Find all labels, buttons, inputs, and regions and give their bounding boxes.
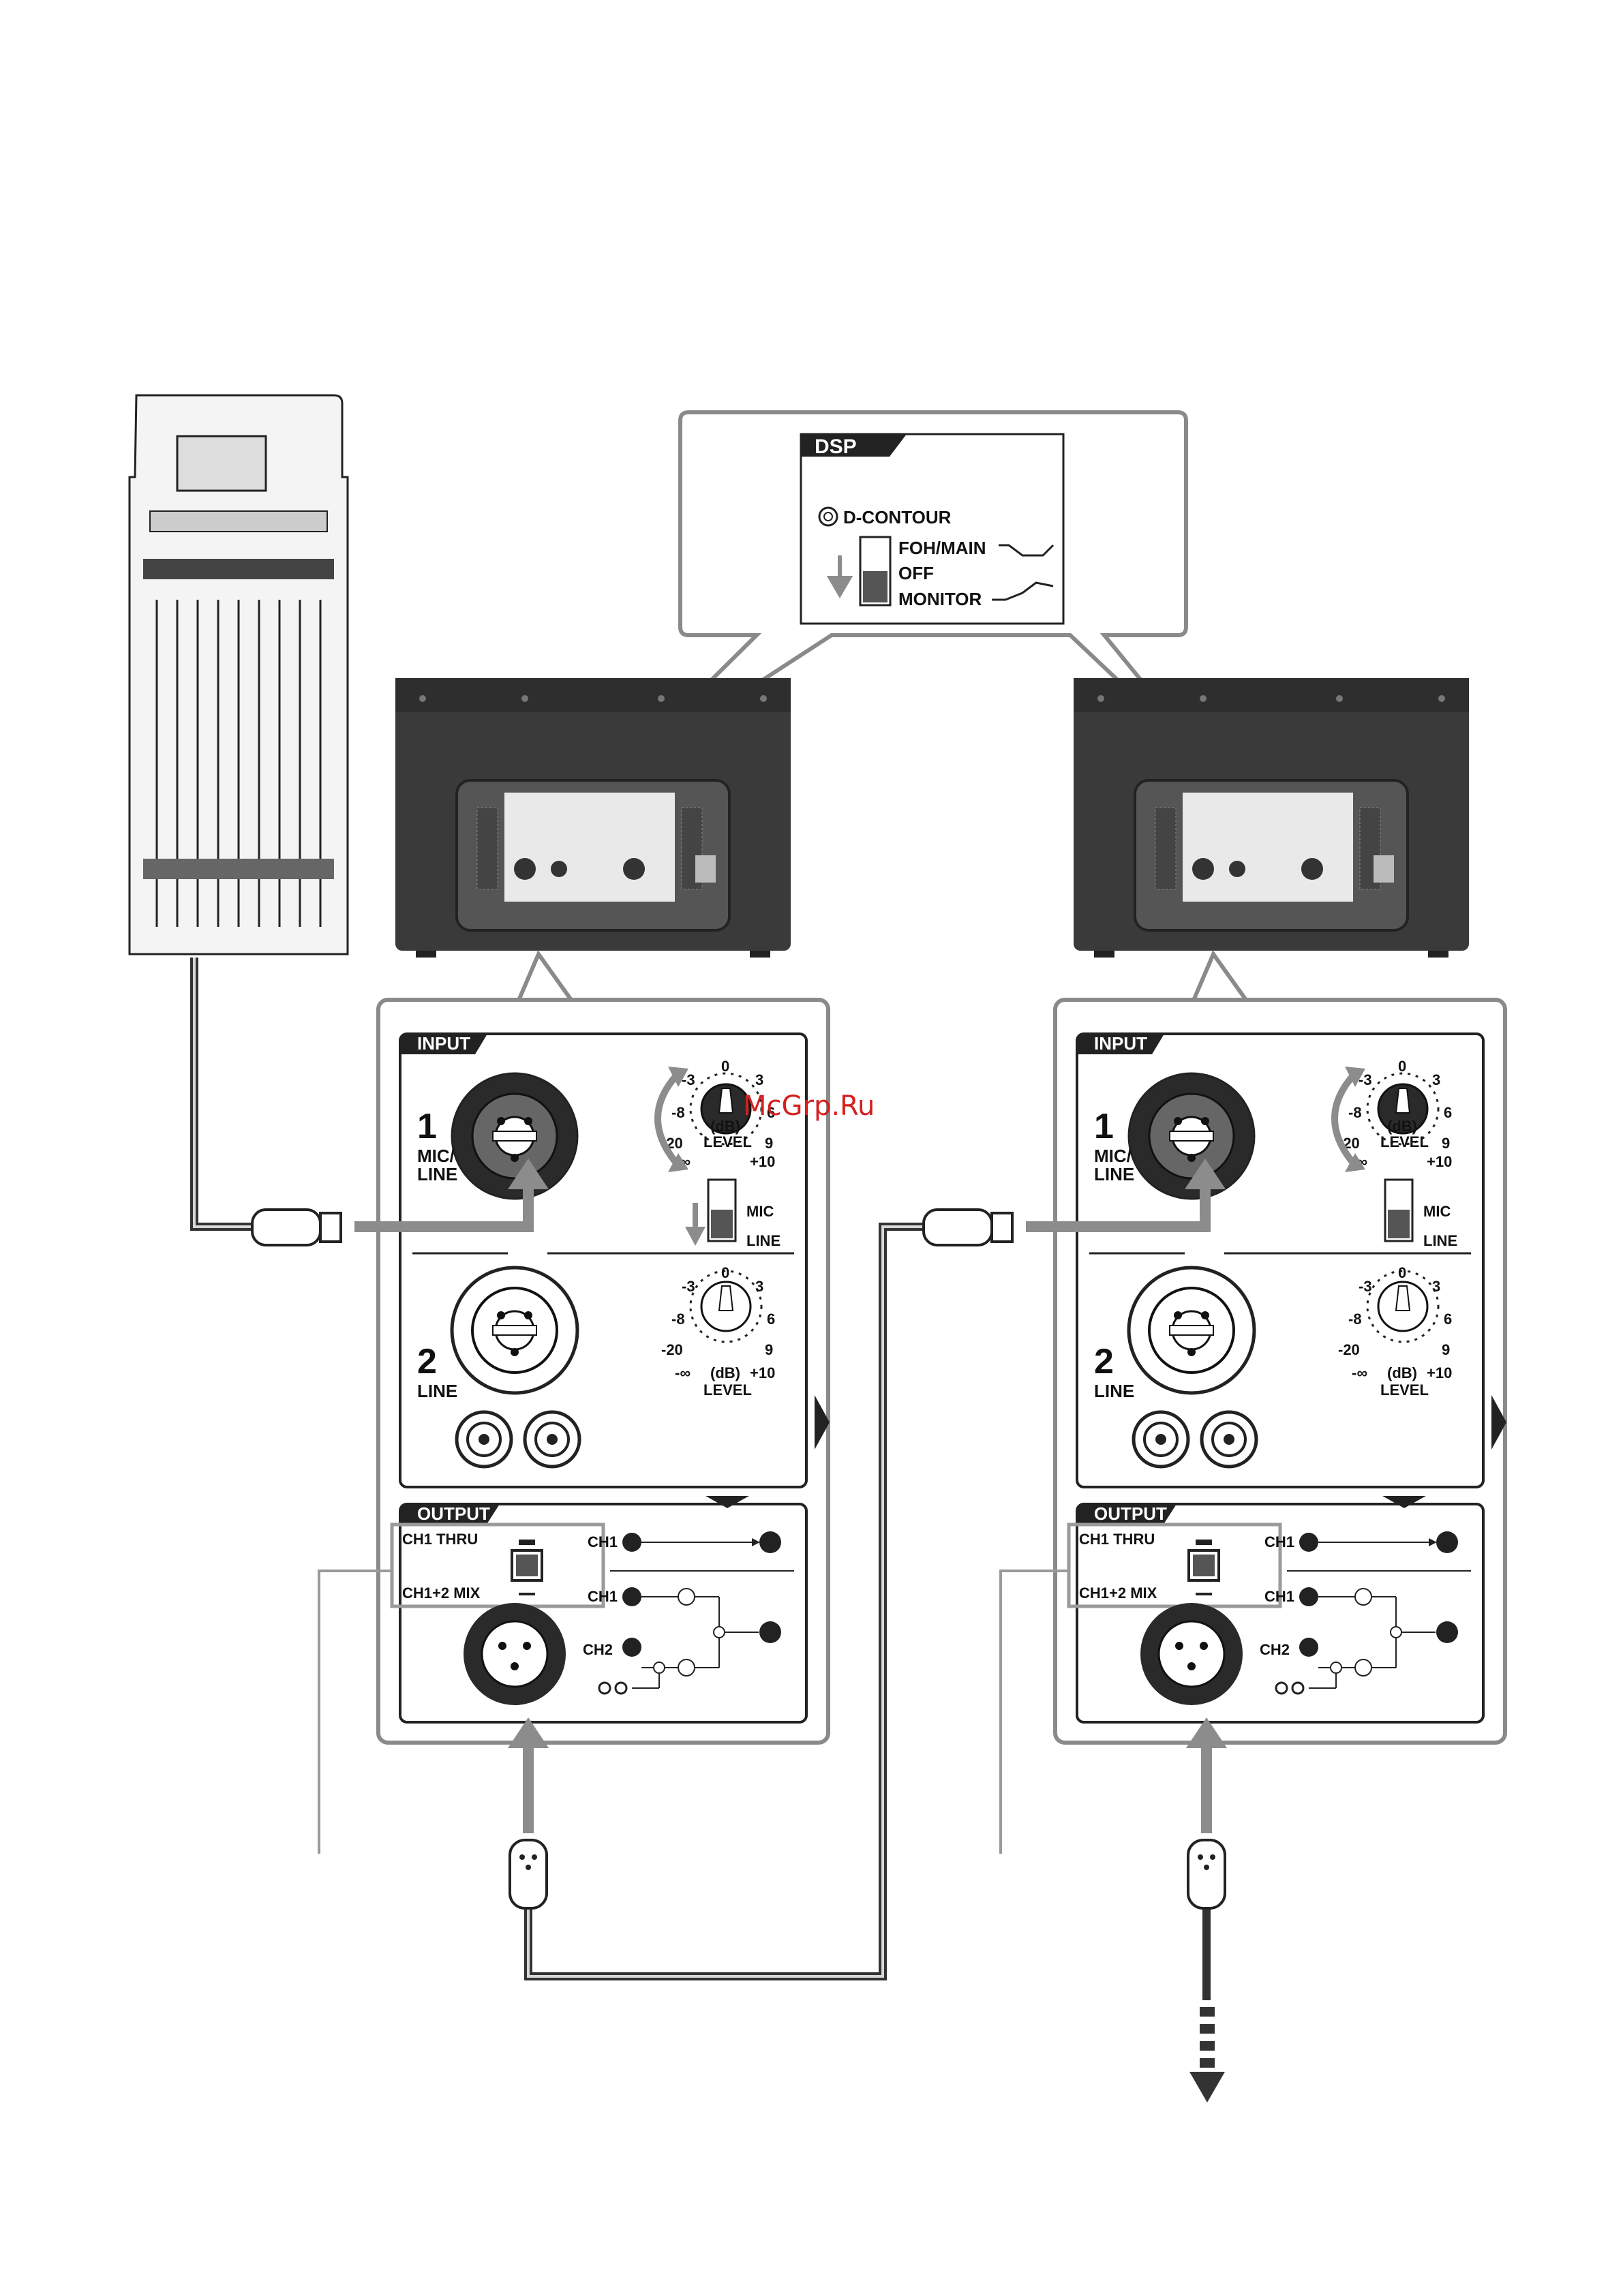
- level-label-1: LEVEL: [703, 1133, 752, 1150]
- foh-curve-icon: [999, 544, 1055, 557]
- tick2-infr: -∞: [1352, 1364, 1367, 1381]
- tick2-3: 3: [755, 1278, 763, 1295]
- d-contour-label: D-CONTOUR: [843, 507, 952, 527]
- ch1-name-top: MIC/: [417, 1146, 455, 1166]
- ch1-name-bottom: LINE: [417, 1164, 457, 1184]
- tick2-inf: -∞: [675, 1364, 691, 1381]
- tick-9r: 9: [1442, 1135, 1450, 1152]
- input-header-r: INPUT: [1094, 1033, 1147, 1054]
- leader-line-left: [318, 1570, 392, 1854]
- panel-right-labels: INPUT 1 MIC/ LINE 2 LINE MIC LINE LEVEL …: [1079, 1033, 1457, 1658]
- tick2-6r: 6: [1444, 1311, 1452, 1328]
- out-ch1-label-a: CH1: [588, 1533, 618, 1550]
- level-label-1r: LEVEL: [1380, 1133, 1429, 1150]
- xlr-male-plug-left: [251, 1208, 342, 1246]
- foh-main-label: FOH/MAIN: [898, 538, 986, 558]
- tick2-m8: -8: [671, 1311, 685, 1328]
- out-ch2-label-r: CH2: [1260, 1641, 1290, 1658]
- tick2-m20r: -20: [1338, 1341, 1360, 1358]
- level-rotate-arrow-left: [654, 1071, 681, 1168]
- ch1-number: 1: [417, 1107, 437, 1146]
- tick2-3r: 3: [1432, 1278, 1440, 1295]
- tick2-m8r: -8: [1348, 1311, 1362, 1328]
- speaker-right: [1072, 677, 1470, 959]
- monitor-label: MONITOR: [898, 589, 982, 609]
- tick2-m3r: -3: [1359, 1278, 1372, 1295]
- tick2-9: 9: [765, 1341, 773, 1358]
- watermark: McGrp.Ru: [743, 1090, 875, 1122]
- line-label-r: LINE: [1423, 1232, 1457, 1249]
- db-label-1: (dB): [710, 1118, 740, 1135]
- down-arrow-icon: [826, 555, 853, 598]
- ch12-mix-label-r: CH1+2 MIX: [1079, 1585, 1157, 1602]
- output-header-r: OUTPUT: [1094, 1503, 1167, 1524]
- db-label-1r: (dB): [1387, 1118, 1417, 1135]
- level-rotate-arrow-right: [1331, 1071, 1358, 1168]
- ch2-number: 2: [417, 1342, 437, 1381]
- tick2-10: +10: [750, 1364, 775, 1381]
- line-label: LINE: [746, 1232, 780, 1249]
- out-ch1-label-b: CH1: [588, 1588, 618, 1605]
- leader-line-right: [999, 1570, 1069, 1854]
- tick-3r: 3: [1432, 1071, 1440, 1088]
- mic-label: MIC: [746, 1203, 774, 1220]
- tick2-0: 0: [721, 1264, 729, 1281]
- output-header: OUTPUT: [417, 1503, 490, 1524]
- tick2-m3: -3: [682, 1278, 695, 1295]
- tick-0: 0: [721, 1058, 729, 1075]
- insert-arrows: [354, 1186, 1212, 1833]
- out-ch1-label-br: CH1: [1264, 1588, 1294, 1605]
- ch1-thru-label: CH1 THRU: [402, 1531, 478, 1548]
- input-header: INPUT: [417, 1033, 470, 1054]
- tick-6r: 6: [1444, 1104, 1452, 1121]
- tick-10r: +10: [1427, 1153, 1452, 1170]
- tick-0r: 0: [1398, 1058, 1406, 1075]
- tick2-6: 6: [767, 1311, 775, 1328]
- ch1-name-top-r: MIC/: [1094, 1146, 1132, 1166]
- ch12-mix-label: CH1+2 MIX: [402, 1585, 481, 1602]
- out-ch2-label: CH2: [583, 1641, 613, 1658]
- tick-9: 9: [765, 1135, 773, 1152]
- tick2-9r: 9: [1442, 1341, 1450, 1358]
- panel-left-labels: INPUT 1 MIC/ LINE 2 LINE MIC LINE LEVEL …: [402, 1033, 780, 1658]
- xlr-female-plug-right: [1187, 1839, 1226, 1910]
- tick2-10r: +10: [1427, 1364, 1452, 1381]
- cable-continuation: [1189, 2007, 1225, 2102]
- out-ch1-label-ar: CH1: [1264, 1533, 1294, 1550]
- tick-6: 6: [767, 1104, 775, 1121]
- dsp-header: DSP: [815, 435, 857, 458]
- ch1-thru-label-r: CH1 THRU: [1079, 1531, 1155, 1548]
- tick2-0r: 0: [1398, 1264, 1406, 1281]
- db-label-2: (dB): [710, 1364, 740, 1381]
- speaker-left: [394, 677, 792, 959]
- ch2-name: LINE: [417, 1381, 457, 1401]
- off-label: OFF: [898, 563, 934, 583]
- tick2-m20: -20: [661, 1341, 683, 1358]
- mixing-console: [128, 394, 349, 955]
- level-label-2r: LEVEL: [1380, 1381, 1429, 1398]
- db-label-2r: (dB): [1387, 1364, 1417, 1381]
- tick-m3r: -3: [1359, 1071, 1372, 1088]
- tick-m8r: -8: [1348, 1104, 1362, 1121]
- tick-10: +10: [750, 1153, 775, 1170]
- xlr-male-plug-right: [922, 1208, 1014, 1246]
- ch2-number-r: 2: [1094, 1342, 1114, 1381]
- level-label-2: LEVEL: [703, 1381, 752, 1398]
- ch1-name-bottom-r: LINE: [1094, 1164, 1134, 1184]
- tick-m3: -3: [682, 1071, 695, 1088]
- ch1-number-r: 1: [1094, 1107, 1114, 1146]
- tick-m8: -8: [671, 1104, 685, 1121]
- dsp-callout: DSP D-CONTOUR FOH/MAIN OFF MONITOR: [611, 410, 1222, 779]
- mic-label-r: MIC: [1423, 1203, 1451, 1220]
- tick-3: 3: [755, 1071, 763, 1088]
- ch2-name-r: LINE: [1094, 1381, 1134, 1401]
- xlr-female-plug-left: [509, 1839, 548, 1910]
- monitor-curve-icon: [992, 581, 1054, 601]
